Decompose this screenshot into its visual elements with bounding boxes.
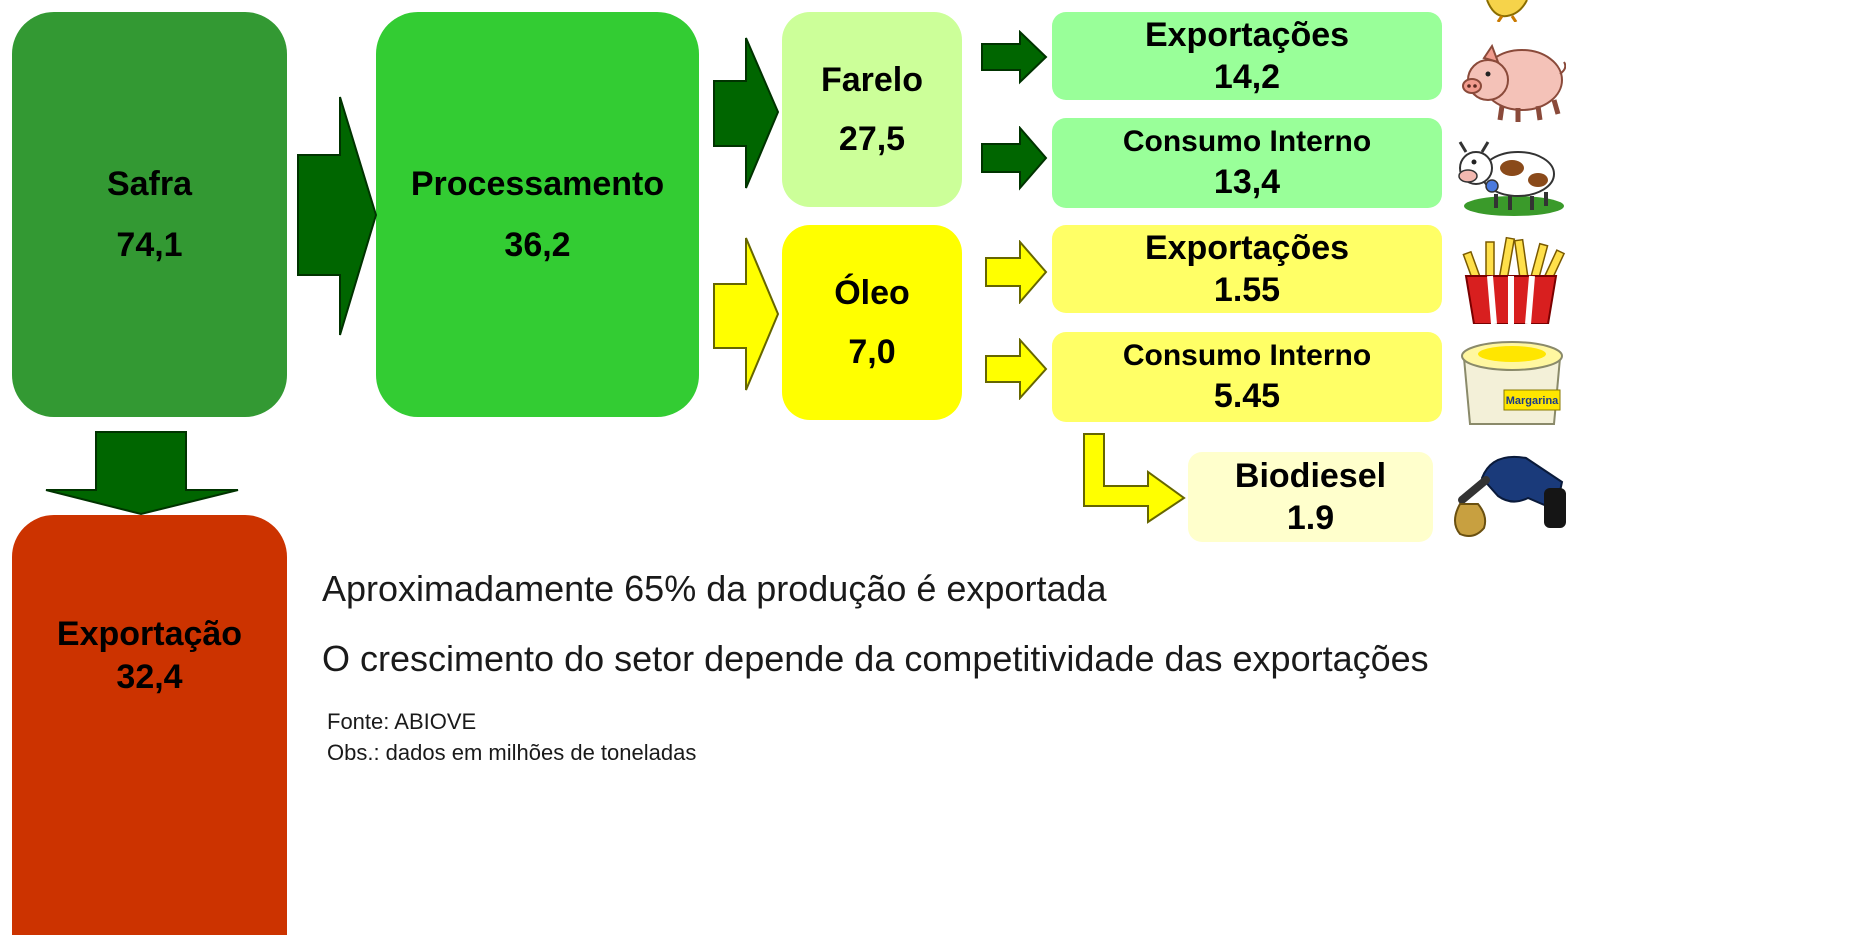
cow-icon: [1458, 141, 1564, 216]
biodiesel-label: Biodiesel: [1234, 456, 1387, 495]
fuel-nozzle-icon: [1454, 456, 1566, 537]
note-line-1: Aproximadamente 65% da produção é export…: [322, 568, 1107, 609]
farelo-exportacoes-label: Exportações: [1144, 15, 1350, 54]
margarine-label: Margarina: [1506, 395, 1559, 407]
processamento-label: Processamento: [410, 164, 665, 203]
processamento-value: 36,2: [504, 225, 571, 264]
oleo-consumo-box: Consumo Interno 5.45: [1052, 332, 1442, 422]
french-fries-icon: [1462, 236, 1566, 324]
chicken-icon: [1486, 0, 1528, 22]
safra-to-processamento-arrow: [297, 96, 378, 336]
exportacao-value: 32,4: [116, 658, 183, 696]
oleo-to-consumo-arrow: [985, 338, 1048, 400]
farelo-exportacoes-box: Exportações 14,2: [1052, 12, 1442, 100]
oleo-box: Óleo 7,0: [782, 225, 962, 420]
oleo-exportacoes-label: Exportações: [1144, 228, 1350, 267]
farelo-value: 27,5: [838, 119, 906, 158]
farelo-consumo-value: 13,4: [1213, 162, 1281, 201]
farelo-consumo-label: Consumo Interno: [1122, 125, 1372, 158]
biodiesel-value: 1.9: [1286, 499, 1335, 537]
safra-value: 74,1: [116, 225, 183, 264]
farelo-to-consumo-arrow: [981, 126, 1048, 191]
processamento-to-oleo-arrow: [713, 237, 780, 391]
farelo-box: Farelo 27,5: [782, 12, 962, 207]
processamento-box: Processamento 36,2: [376, 12, 699, 417]
farelo-label: Farelo: [820, 60, 924, 99]
margarine-tub-icon: Margarina: [1461, 341, 1563, 425]
oleo-consumo-value: 5.45: [1213, 376, 1281, 415]
oleo-exportacoes-box: Exportações 1.55: [1052, 225, 1442, 313]
farelo-consumo-box: Consumo Interno 13,4: [1052, 118, 1442, 208]
source-note: Fonte: ABIOVE: [327, 709, 477, 734]
safra-to-exportacao-arrow: [45, 431, 239, 516]
processamento-to-farelo-arrow: [713, 37, 780, 189]
consumo-to-biodiesel-arrow: [1083, 433, 1186, 524]
oleo-value: 7,0: [848, 332, 896, 371]
exportacao-box: Exportação 32,4: [12, 515, 287, 935]
oleo-to-exportacoes-arrow: [985, 240, 1048, 304]
obs-note: Obs.: dados em milhões de toneladas: [327, 740, 697, 765]
oleo-consumo-label: Consumo Interno: [1122, 339, 1372, 372]
farelo-exportacoes-value: 14,2: [1213, 58, 1281, 96]
exportacao-label: Exportação: [56, 615, 243, 653]
safra-box: Safra 74,1: [12, 12, 287, 417]
farelo-to-exportacoes-arrow: [981, 30, 1048, 85]
oleo-label: Óleo: [834, 273, 910, 312]
biodiesel-box: Biodiesel 1.9: [1188, 452, 1433, 542]
oleo-exportacoes-value: 1.55: [1213, 271, 1281, 309]
pig-icon: [1462, 43, 1566, 122]
safra-label: Safra: [106, 164, 193, 203]
note-line-2: O crescimento do setor depende da compet…: [322, 638, 1429, 679]
